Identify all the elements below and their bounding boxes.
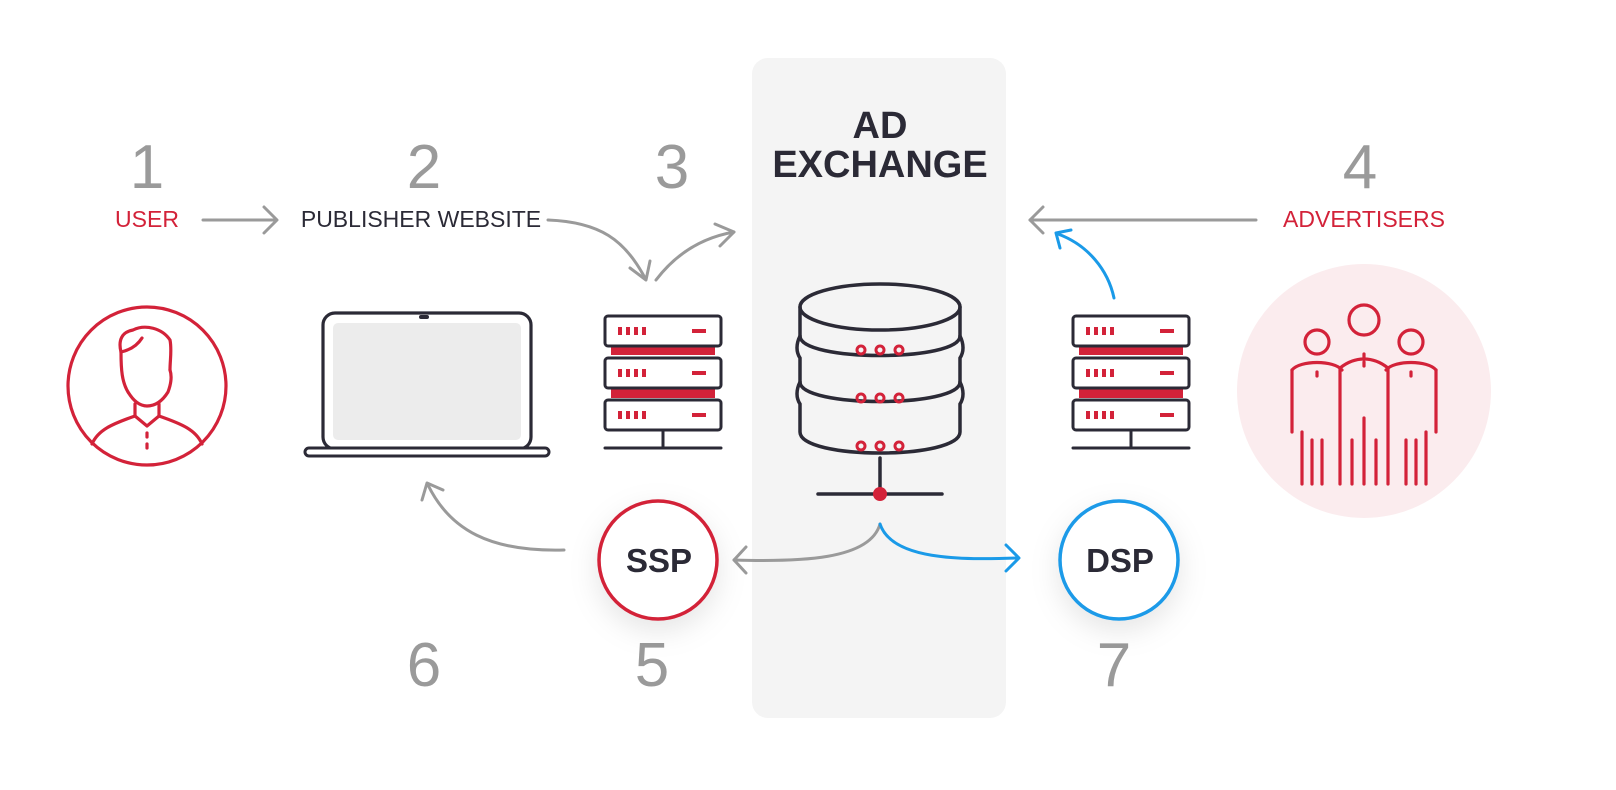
- step-number-2: 2: [407, 133, 441, 202]
- ad-exchange-panel: [752, 58, 1006, 718]
- arrow-ssp-to-publisher: [420, 481, 566, 552]
- database-icon: [795, 282, 965, 501]
- people-group-icon: [1290, 303, 1438, 486]
- ad-exchange-title-line1: AD: [853, 105, 908, 147]
- dsp-label: DSP: [1086, 542, 1154, 579]
- step-number-3: 3: [655, 133, 689, 202]
- user-label: USER: [115, 206, 179, 232]
- step-number-1: 1: [130, 133, 164, 202]
- laptop-icon: [303, 311, 551, 458]
- step-number-6: 6: [407, 631, 441, 700]
- arrow-exchange-to-dsp: [878, 522, 1021, 573]
- advertisers-label: ADVERTISERS: [1283, 206, 1445, 232]
- step-number-4: 4: [1343, 133, 1377, 202]
- publisher-server-icon: [603, 314, 723, 450]
- ssp-label: SSP: [626, 542, 692, 579]
- publisher-website-label: PUBLISHER WEBSITE: [301, 206, 541, 232]
- step-number-7: 7: [1097, 631, 1131, 700]
- arrow-user-to-publisher: [201, 205, 279, 235]
- arrow-publisher-to-server: [546, 218, 652, 282]
- arrow-server-to-exchange: [654, 222, 736, 282]
- arrow-dsp-to-exchange: [1054, 228, 1116, 300]
- dsp-badge: DSP: [1058, 499, 1180, 621]
- arrow-exchange-to-ssp: [732, 522, 882, 575]
- advertiser-server-icon: [1071, 314, 1191, 450]
- user-avatar-icon: [66, 305, 228, 467]
- step-number-5: 5: [635, 631, 669, 700]
- arrow-advertisers-to-exchange: [1028, 205, 1258, 235]
- ssp-badge: SSP: [597, 499, 719, 621]
- ad-exchange-title-line2: EXCHANGE: [772, 144, 987, 186]
